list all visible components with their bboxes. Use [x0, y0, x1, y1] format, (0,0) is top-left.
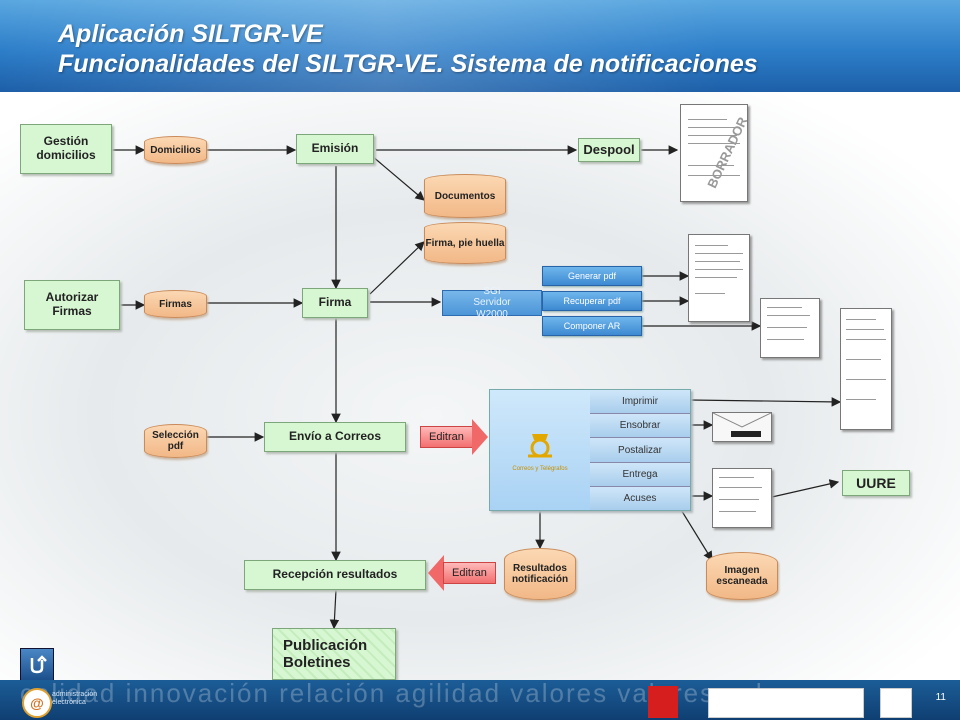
editran-send-label: Editran — [420, 426, 473, 448]
ar-document-thumbnail — [760, 298, 820, 358]
publicacion-boletines-box[interactable]: Publicación Boletines — [272, 628, 396, 680]
envio-correos-box[interactable]: Envío a Correos — [264, 422, 406, 452]
gestion-domicilios-box[interactable]: Gestión domicilios — [20, 124, 112, 174]
borrador-document-thumbnail: BORRADOR — [680, 104, 748, 202]
slide-title-line1: Aplicación SILTGR-VE — [58, 20, 323, 48]
administracion-electronica-label: administración electrónica — [52, 691, 97, 706]
op-postalizar[interactable]: Postalizar — [590, 438, 690, 463]
server-label-sgi: SGI — [483, 285, 501, 297]
correos-operations: Imprimir Ensobrar Postalizar Entrega Acu… — [590, 390, 690, 511]
resultados-notificacion-store: Resultados notificación — [504, 548, 576, 600]
printed-document-thumbnail — [840, 308, 892, 430]
generar-pdf-button[interactable]: Generar pdf — [542, 266, 642, 286]
acuse-document-thumbnail — [712, 468, 772, 528]
correos-logo-text: Correos y Telégrafos — [512, 466, 568, 472]
documentos-store: Documentos — [424, 174, 506, 218]
footer-watermark: calidad innovación relación agilidad val… — [20, 680, 823, 708]
editran-receive-arrowhead — [428, 555, 444, 591]
envelope-icon — [713, 413, 771, 437]
back-navigation-icon[interactable] — [20, 648, 54, 682]
red-logo-icon — [648, 686, 678, 718]
correos-horn-icon — [528, 434, 552, 458]
emision-box[interactable]: Emisión — [296, 134, 374, 164]
imagen-escaneada-store: Imagen escaneada — [706, 552, 778, 600]
uure-box[interactable]: UURE — [842, 470, 910, 496]
sgi-server-box[interactable]: SGI Servidor W2000 — [442, 286, 542, 320]
ministry-badge — [708, 688, 864, 718]
op-imprimir[interactable]: Imprimir — [590, 390, 690, 415]
despool-box[interactable]: Despool — [578, 138, 640, 162]
editran-receive-label: Editran — [443, 562, 496, 584]
editran-send-arrow[interactable]: Editran — [420, 419, 488, 455]
op-acuses[interactable]: Acuses — [590, 486, 690, 511]
seleccion-pdf-store: Selección pdf — [144, 424, 207, 458]
autorizar-firmas-box[interactable]: Autorizar Firmas — [24, 280, 120, 330]
op-entrega[interactable]: Entrega — [590, 462, 690, 487]
correos-panel: Correos y Telégrafos Imprimir Ensobrar P… — [489, 389, 691, 511]
up-arrow-icon — [30, 655, 47, 674]
firmas-store: Firmas — [144, 290, 207, 318]
ae-line1: administración — [52, 691, 98, 698]
editran-receive-arrow[interactable]: Editran — [428, 555, 496, 591]
correos-logo: Correos y Telégrafos — [490, 390, 590, 510]
agency-logo-icon — [880, 688, 912, 718]
slide-footer: calidad innovación relación agilidad val… — [0, 680, 960, 720]
domicilios-store: Domicilios — [144, 136, 207, 164]
borrador-stamp: BORRADOR — [704, 114, 748, 191]
header-streak — [0, 0, 960, 92]
recuperar-pdf-button[interactable]: Recuperar pdf — [542, 291, 642, 311]
slide-title-line2: Funcionalidades del SILTGR-VE. Sistema d… — [58, 50, 758, 78]
slide-header: Aplicación SILTGR-VE Funcionalidades del… — [0, 0, 960, 92]
op-ensobrar[interactable]: Ensobrar — [590, 414, 690, 439]
server-label-w2000: W2000 — [476, 308, 508, 320]
firma-box[interactable]: Firma — [302, 288, 368, 318]
recepcion-resultados-box[interactable]: Recepción resultados — [244, 560, 426, 590]
ae-line2: electrónica — [52, 698, 86, 706]
server-label-servidor: Servidor — [473, 297, 511, 309]
envelope-thumbnail — [712, 412, 772, 442]
editran-send-arrowhead — [471, 419, 488, 455]
firma-pie-huella-store: Firma, pie huella — [424, 222, 506, 264]
page-number: 11 — [935, 692, 946, 703]
generated-pdf-thumbnail — [688, 234, 750, 322]
componer-ar-button[interactable]: Componer AR — [542, 316, 642, 336]
administracion-electronica-logo: @ — [22, 688, 52, 718]
